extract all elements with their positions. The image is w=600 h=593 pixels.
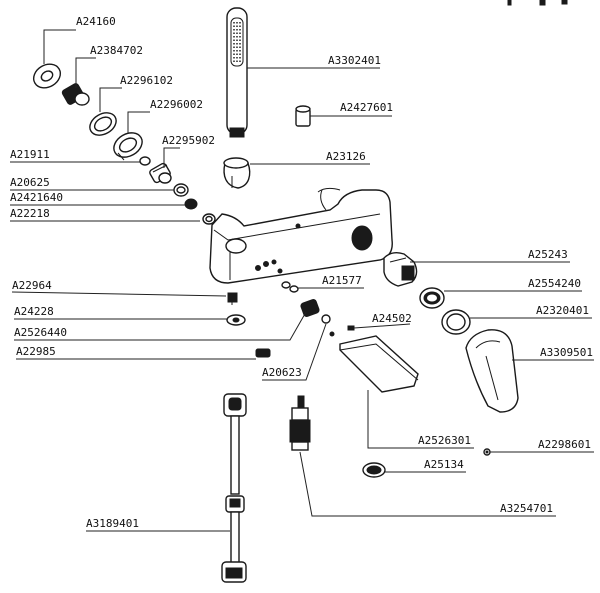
label-a2296102: A2296102 [120,74,173,87]
callout-a22985: A22985 [16,345,256,360]
part-a2296002-nut [113,132,143,161]
part-a2295902-valve [149,162,172,184]
label-a3309501: A3309501 [540,346,593,359]
callout-a3309501: A3309501 [512,346,594,361]
callout-a2427601: A2427601 [310,101,393,117]
label-a2384702: A2384702 [90,44,143,57]
part-a2296102-ring [89,112,117,136]
callout-a2320401: A2320401 [470,304,592,319]
callout-a24228: A24228 [14,305,228,320]
corner-marks [507,0,568,6]
callout-a20625: A20625 [10,176,174,191]
part-a2384702-nipple [61,83,90,106]
label-a2295902: A2295902 [162,134,215,147]
callout-a2421640: A2421640 [10,191,185,206]
part-a3309501-handle [465,329,519,413]
callout-a3254701: A3254701 [299,451,556,517]
label-a24160: A24160 [76,15,116,28]
callout-a23126: A23126 [250,150,370,165]
part-a22964-screw [227,292,238,305]
label-a2526440: A2526440 [14,326,67,339]
label-a23126: A23126 [326,150,366,163]
part-mixer-body [209,187,393,284]
callout-a25243: A25243 [410,248,570,263]
label-a20623: A20623 [262,366,302,379]
callout-a2554240: A2554240 [444,277,582,292]
part-a21577-orings [281,281,299,293]
callout-a21911: A21911 [10,148,140,163]
label-a2296002: A2296002 [150,98,203,111]
label-a21577: A21577 [322,274,362,287]
part-a21911-oring [139,156,151,166]
part-a3189401-riser [221,393,247,583]
label-a25243: A25243 [528,248,568,261]
label-a20625: A20625 [10,176,50,189]
part-a22218-oring [202,213,216,225]
callout-a2526440: A2526440 [14,311,307,341]
callout-a22218: A22218 [10,207,200,222]
label-a3254701: A3254701 [500,502,553,515]
label-a21911: A21911 [10,148,50,161]
label-a2427601: A2427601 [340,101,393,114]
part-a25243-thermo-element [383,251,418,287]
callout-a2384702: A2384702 [75,44,143,88]
callout-a24160: A24160 [43,15,116,64]
part-a25134-cap [362,462,386,478]
label-a22985: A22985 [16,345,56,358]
part-a2526301-lever [339,335,419,393]
callout-a3189401: A3189401 [86,517,230,532]
callout-a2298601: A2298601 [490,438,594,453]
callout-a20623: A20623 [262,323,327,381]
part-a3302401-hand-shower [226,7,248,138]
callout-a2295902: A2295902 [162,134,215,168]
callout-a2296002: A2296002 [127,98,203,133]
callout-a25134: A25134 [385,458,466,473]
callout-a22964: A22964 [11,279,227,297]
label-a3189401: A3189401 [86,517,139,530]
label-a24502: A24502 [372,312,412,325]
label-a2421640: A2421640 [10,191,63,204]
label-a22218: A22218 [10,207,50,220]
part-a24160-ring [32,63,62,89]
part-a20623-oring [321,314,335,337]
part-a20625-oring [173,183,189,197]
part-a23126-holder [223,157,251,189]
label-a2320401: A2320401 [536,304,589,317]
part-a2526440-insert [300,299,320,317]
label-a2554240: A2554240 [528,277,581,290]
callout-a2526301: A2526301 [367,390,474,449]
part-a2427601-cap [295,105,311,127]
label-a2298601: A2298601 [538,438,591,451]
label-a22964: A22964 [12,279,52,292]
part-a2554240-ring [419,287,445,309]
part-a2320401-sleeve [441,309,471,335]
label-a2526301: A2526301 [418,434,471,447]
part-a24228-washer [226,314,246,326]
part-a2298601-screw [483,448,491,456]
part-a22985-pin [255,348,271,358]
part-a24502-screw [347,325,355,331]
callout-a24502: A24502 [353,312,412,329]
callout-a2296102: A2296102 [99,74,173,112]
label-a24228: A24228 [14,305,54,318]
part-a2421640-filter [184,198,198,210]
label-a25134: A25134 [424,458,464,471]
callout-a21577: A21577 [298,274,364,289]
label-a3302401: A3302401 [328,54,381,67]
callout-a3302401: A3302401 [247,54,381,69]
part-a3254701-cartridge [289,395,311,451]
